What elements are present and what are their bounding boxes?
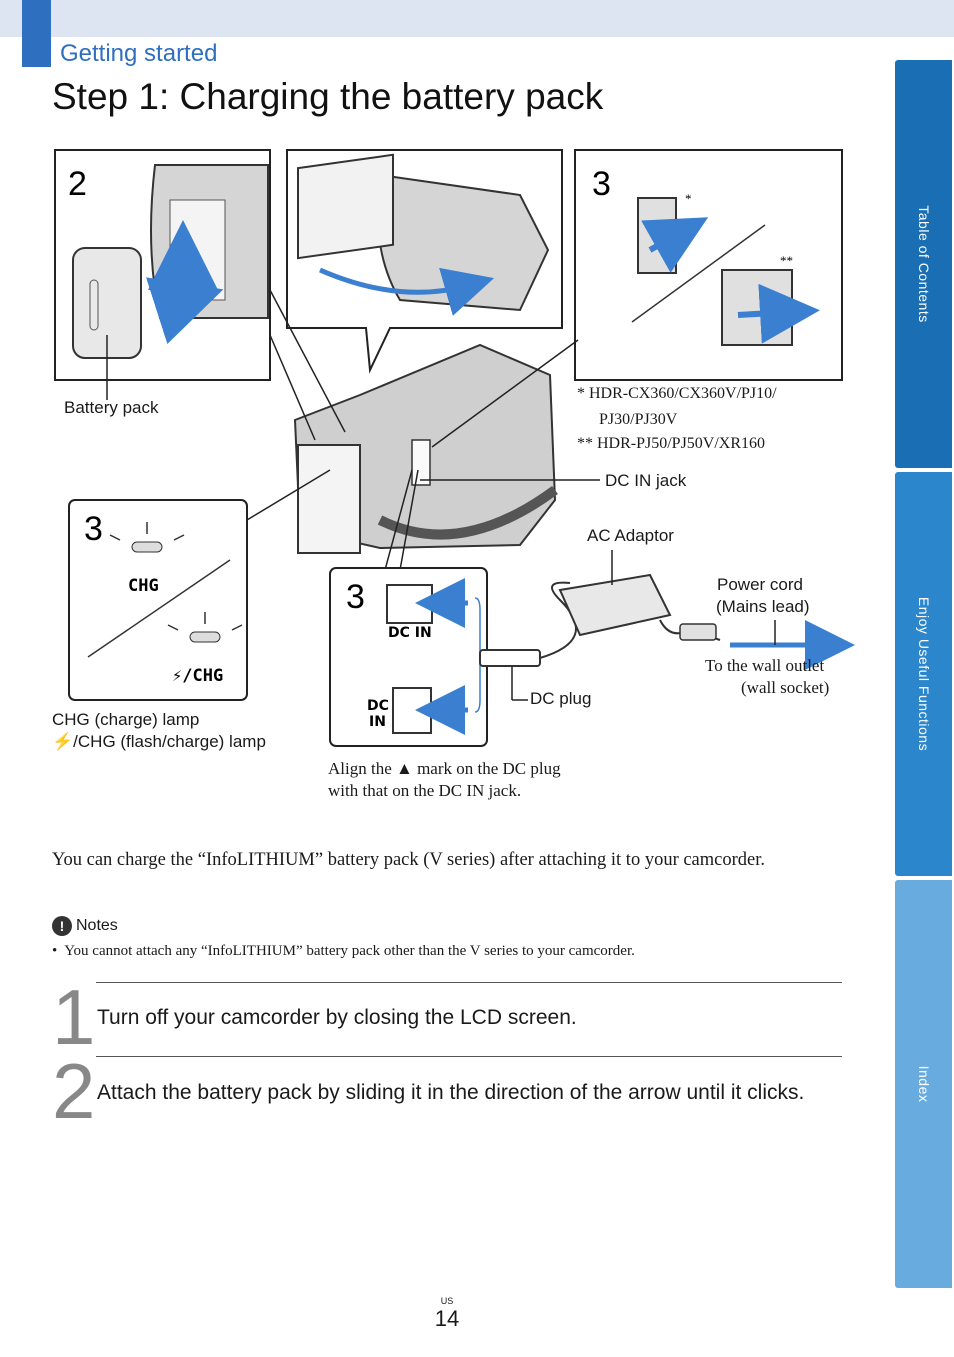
panel-open-jack-cover: 3 * ** <box>574 149 843 381</box>
notes-heading: ! Notes <box>52 916 118 936</box>
page-number: US 14 <box>430 1296 464 1332</box>
label-battery-pack: Battery pack <box>64 398 159 417</box>
tab-enjoy-useful-functions[interactable]: Enjoy Useful Functions <box>895 472 952 876</box>
flash-icon: ⚡ <box>52 732 74 751</box>
step-text: Turn off your camcorder by closing the L… <box>97 1006 577 1029</box>
label-power-cord: Power cord <box>717 575 803 594</box>
panel-number: 3 <box>592 165 611 203</box>
tab-label: Table of Contents <box>915 205 932 323</box>
label-model-star: * HDR-CX360/CX360V/PJ10/ <box>577 385 777 402</box>
label-wall-outlet: To the wall outlet <box>705 656 825 675</box>
step-number: 1 <box>52 973 96 1061</box>
note-item: • You cannot attach any “InfoLITHIUM” ba… <box>52 943 635 959</box>
svg-text:DC: DC <box>367 698 389 714</box>
label-model-dstar: ** HDR-PJ50/PJ50V/XR160 <box>577 435 766 452</box>
header-bar <box>0 0 954 37</box>
header-accent <box>22 0 51 67</box>
section-title: Getting started <box>60 40 218 67</box>
label-dc-plug: DC plug <box>530 689 592 708</box>
tab-label: Enjoy Useful Functions <box>915 596 932 752</box>
svg-text:**: ** <box>780 253 793 268</box>
svg-text:CHG: CHG <box>128 576 159 596</box>
svg-text:⚡/CHG: ⚡/CHG <box>172 666 223 686</box>
ac-adaptor-assembly <box>479 550 855 701</box>
panel-dc-in: 3 DC IN DC IN <box>329 567 488 747</box>
panel-insert-battery: 2 <box>54 149 271 381</box>
page-title: Step 1: Charging the battery pack <box>52 76 604 117</box>
step-number: 2 <box>52 1047 96 1135</box>
label-ac-adaptor: AC Adaptor <box>587 526 674 545</box>
label-model-star-2: PJ30/PJ30V <box>599 411 678 428</box>
panel-number: 2 <box>68 165 87 203</box>
region-code: US <box>440 1296 454 1306</box>
tab-index[interactable]: Index <box>895 880 952 1288</box>
svg-text:IN: IN <box>369 714 386 730</box>
tab-table-of-contents[interactable]: Table of Contents <box>895 60 952 468</box>
charging-illustration: 2 1 3 * ** <box>54 149 855 747</box>
page-num: 14 <box>434 1306 460 1331</box>
intro-paragraph: You can charge the “InfoLITHIUM” battery… <box>52 850 766 870</box>
label-flash-chg-lamp: ⚡/CHG (flash/charge) lamp <box>52 732 266 751</box>
step-divider <box>96 1056 842 1057</box>
tab-label: Index <box>915 1065 932 1103</box>
panel-charge-lamp: 3 CHG ⚡/CHG <box>68 499 248 701</box>
step-text: Attach the battery pack by sliding it in… <box>97 1081 805 1104</box>
label-wall-socket: (wall socket) <box>741 678 830 697</box>
side-tabs: Table of Contents Enjoy Useful Functions… <box>895 60 954 1290</box>
label-align-1: Align the ▲ mark on the DC plug <box>328 759 561 778</box>
panel-close-lcd: 1 <box>286 149 563 374</box>
panel-number: 3 <box>84 510 103 548</box>
camcorder-main <box>293 343 558 554</box>
label-dc-in-jack: DC IN jack <box>605 471 687 490</box>
panel-number: 3 <box>346 578 365 616</box>
svg-text:*: * <box>685 191 692 206</box>
step-divider <box>96 982 842 983</box>
label-mains-lead: (Mains lead) <box>716 597 810 616</box>
label-align-2: with that on the DC IN jack. <box>328 781 522 800</box>
label-chg-lamp: CHG (charge) lamp <box>52 710 200 729</box>
svg-text:DC IN: DC IN <box>388 625 432 641</box>
notes-icon: ! <box>52 916 72 936</box>
